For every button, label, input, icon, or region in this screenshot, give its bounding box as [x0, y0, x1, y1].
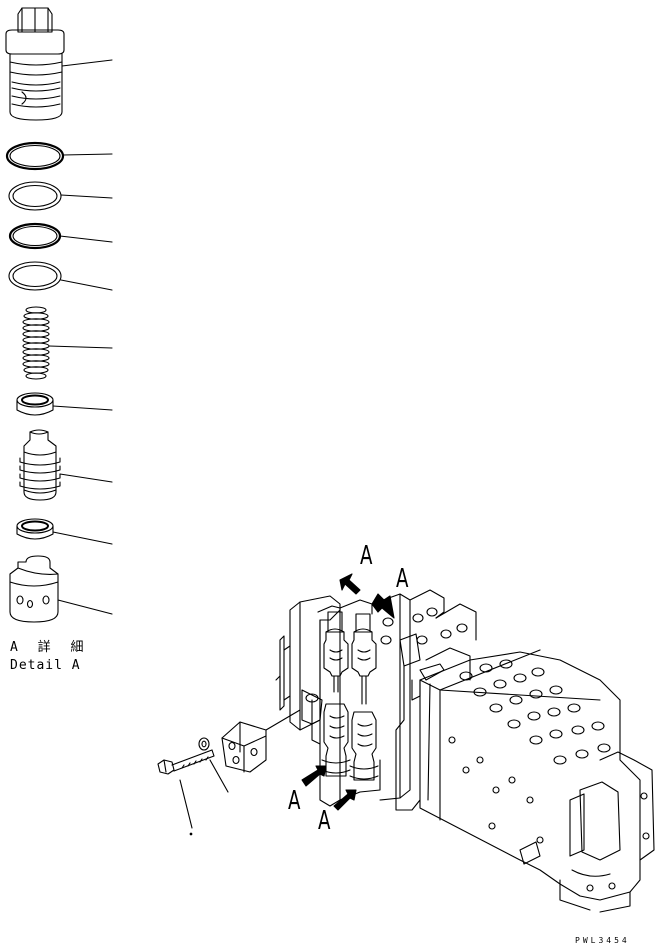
callout-arrow-top-right [372, 594, 394, 618]
seat-ring-icon [17, 519, 112, 544]
sleeve-icon [10, 556, 112, 622]
callout-arrow-top-left [340, 574, 360, 594]
flange-icon [222, 710, 300, 772]
callout-arrow-bottom-right [334, 790, 356, 810]
bolt-icon [158, 750, 214, 828]
o-ring-icon [10, 224, 112, 248]
callout-arrow-bottom-left [302, 766, 326, 786]
poppet-icon [20, 430, 112, 500]
detail-label-japanese: A 詳 細 [10, 640, 90, 655]
seat-ring-icon [17, 393, 112, 415]
drawing-code: PWL3454 [575, 936, 630, 945]
backup-ring-icon [9, 262, 112, 290]
dot-marker [190, 833, 192, 835]
callout-a-top-left: A [360, 541, 373, 571]
washer-icon [199, 738, 228, 792]
callout-a-bottom-right: A [318, 806, 331, 836]
callout-a-top-right: A [396, 564, 409, 594]
o-ring-icon [7, 143, 112, 169]
callout-a-bottom-left: A [288, 786, 301, 816]
valve-body-icon [6, 8, 112, 120]
spring-icon [23, 307, 112, 379]
control-valve-assembly-icon [276, 590, 654, 912]
backup-ring-icon [9, 182, 112, 210]
detail-label-english: Detail A [10, 658, 81, 673]
